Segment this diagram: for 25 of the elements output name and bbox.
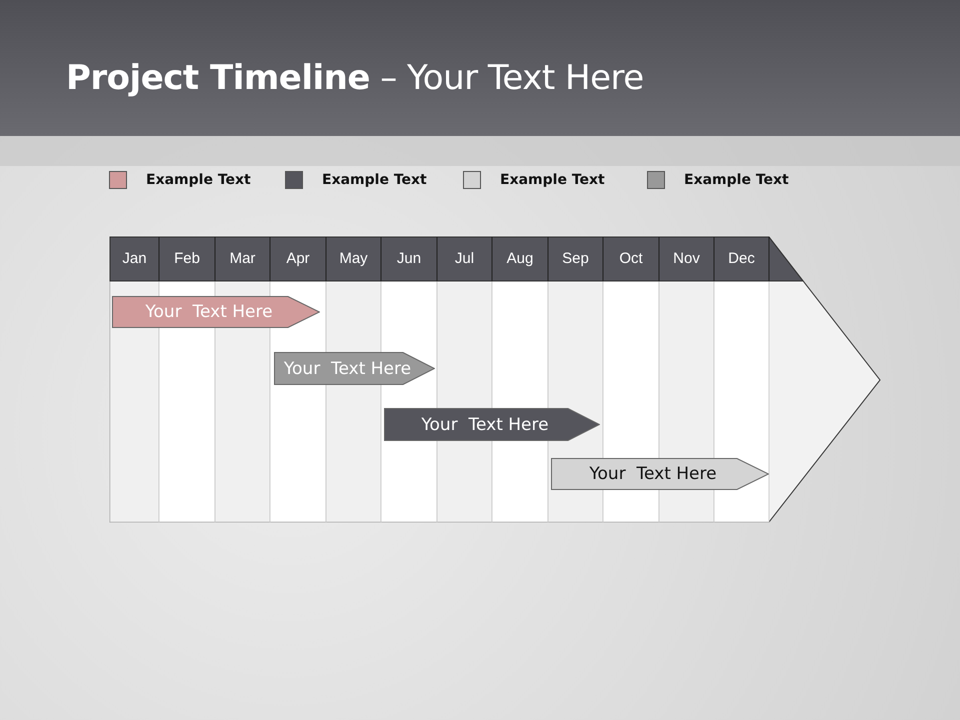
gantt-bar: [551, 458, 769, 490]
task-label: Your Text Here: [282, 358, 412, 380]
task-label: Your Text Here: [420, 414, 550, 436]
legend-label: Example Text: [322, 172, 427, 188]
month-label: Oct: [618, 249, 644, 269]
month-label: Jul: [454, 249, 476, 269]
gantt-bar: [112, 296, 320, 328]
legend-label: Example Text: [684, 172, 789, 188]
month-label: Sep: [561, 249, 590, 269]
task-label: Your Text Here: [588, 463, 718, 486]
month-label: Apr: [285, 249, 311, 269]
month-label: Nov: [672, 249, 701, 269]
gantt-bar: [274, 352, 435, 385]
task-label: Your Text Here: [144, 301, 274, 324]
month-label: Jan: [121, 249, 148, 269]
month-label: May: [338, 249, 369, 269]
month-label: Feb: [173, 249, 201, 269]
month-label: Jun: [396, 249, 422, 269]
gantt-bar: [384, 408, 600, 441]
legend-label: Example Text: [146, 172, 251, 188]
month-label: Aug: [506, 249, 534, 269]
legend-label: Example Text: [500, 172, 605, 188]
month-label: Mar: [228, 249, 256, 269]
month-label: Dec: [727, 249, 756, 269]
slide-title: Project Timeline – Your Text Here: [66, 58, 644, 98]
